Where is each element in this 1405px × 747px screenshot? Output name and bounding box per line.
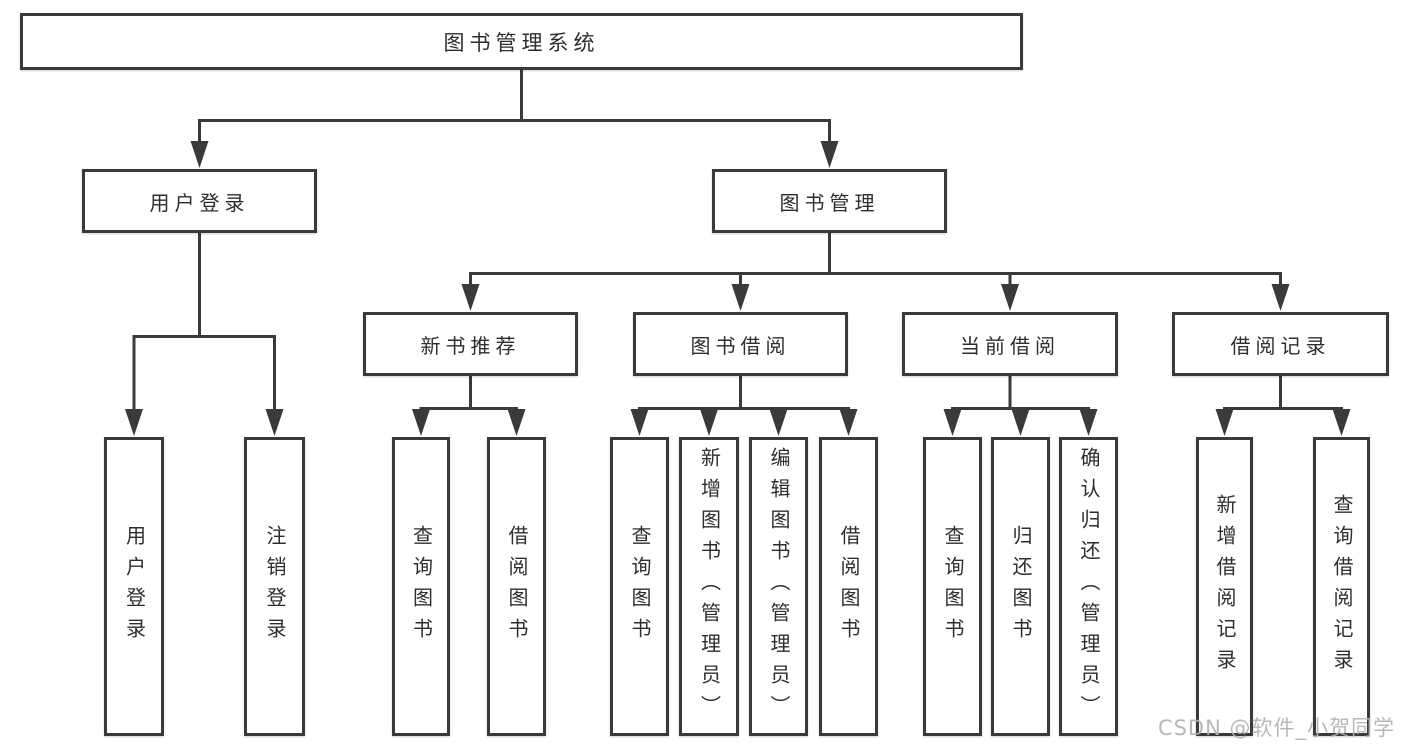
- arrowhead-icon: [1332, 409, 1351, 436]
- arrowhead-icon: [820, 141, 839, 168]
- node-borrowing-records-label: 借阅记录: [1230, 333, 1331, 358]
- leaf-query-books-recommend: 查询图书: [392, 437, 450, 736]
- leaf-return-books-label: 归还图书: [1009, 524, 1033, 649]
- leaf-edit-book-admin: 编辑图书（管理员）: [749, 437, 808, 736]
- leaf-query-books-recommend-label: 查询图书: [409, 524, 434, 649]
- arrowhead-icon: [700, 409, 718, 436]
- arrowhead-icon: [839, 409, 858, 436]
- leaf-query-books-borrowing-label: 查询图书: [628, 524, 652, 649]
- leaf-query-books-current: 查询图书: [923, 437, 982, 736]
- leaf-add-book-admin: 新增图书（管理员）: [679, 437, 739, 736]
- leaf-user-login-label: 用户登录: [122, 524, 147, 649]
- leaf-borrow-books-label: 借阅图书: [837, 524, 861, 649]
- leaf-borrow-books-recommend-label: 借阅图书: [505, 524, 529, 649]
- arrowhead-icon: [190, 141, 209, 168]
- leaf-logout: 注销登录: [244, 437, 305, 736]
- arrowhead-icon: [769, 409, 788, 436]
- leaf-add-borrow-record: 新增借阅记录: [1196, 437, 1253, 736]
- leaf-confirm-return-admin-label: 确认归还（管理员）: [1077, 447, 1101, 726]
- node-user-login-label: 用户登录: [149, 190, 250, 215]
- leaf-query-borrow-record-label: 查询借阅记录: [1330, 493, 1354, 680]
- arrowhead-icon: [265, 409, 284, 436]
- node-user-login: 用户登录: [82, 169, 317, 233]
- leaf-edit-book-admin-label: 编辑图书（管理员）: [767, 447, 791, 726]
- arrowhead-icon: [1271, 284, 1290, 311]
- watermark: CSDN @软件_小贺同学: [1157, 716, 1395, 740]
- arrowhead-icon: [943, 409, 962, 436]
- leaf-add-borrow-record-label: 新增借阅记录: [1213, 493, 1237, 680]
- node-book-borrowing-label: 图书借阅: [690, 333, 791, 358]
- node-book-borrowing: 图书借阅: [633, 312, 848, 376]
- node-book-management: 图书管理: [712, 169, 947, 233]
- arrowhead-icon: [1215, 409, 1234, 436]
- leaf-query-books-borrowing: 查询图书: [610, 437, 669, 736]
- arrowhead-icon: [1079, 409, 1098, 436]
- arrowhead-icon: [507, 409, 526, 436]
- node-current-borrowing-label: 当前借阅: [960, 333, 1060, 358]
- node-new-book-recommend: 新书推荐: [363, 312, 578, 376]
- arrowhead-icon: [630, 409, 649, 436]
- leaf-borrow-books-recommend: 借阅图书: [487, 437, 546, 736]
- leaf-confirm-return-admin: 确认归还（管理员）: [1059, 437, 1118, 736]
- leaf-query-books-current-label: 查询图书: [941, 524, 965, 649]
- node-borrowing-records: 借阅记录: [1172, 312, 1389, 376]
- arrowhead-icon: [731, 284, 750, 311]
- arrowhead-icon: [1001, 284, 1019, 311]
- arrowhead-icon: [1011, 409, 1030, 436]
- node-system-root: 图书管理系统: [20, 13, 1023, 70]
- node-system-root-label: 图书管理系统: [443, 30, 600, 55]
- leaf-return-books: 归还图书: [991, 437, 1050, 736]
- connector-arrowheads: [125, 141, 1351, 436]
- leaf-add-book-admin-label: 新增图书（管理员）: [697, 447, 722, 726]
- arrowhead-icon: [125, 409, 143, 436]
- node-new-book-recommend-label: 新书推荐: [420, 333, 521, 358]
- node-book-management-label: 图书管理: [779, 190, 880, 215]
- node-current-borrowing: 当前借阅: [902, 312, 1118, 376]
- leaf-borrow-books: 借阅图书: [819, 437, 878, 736]
- leaf-logout-label: 注销登录: [263, 524, 287, 649]
- arrowhead-icon: [412, 409, 430, 436]
- arrowhead-icon: [461, 284, 480, 311]
- leaf-query-borrow-record: 查询借阅记录: [1313, 437, 1370, 736]
- leaf-user-login: 用户登录: [104, 437, 164, 736]
